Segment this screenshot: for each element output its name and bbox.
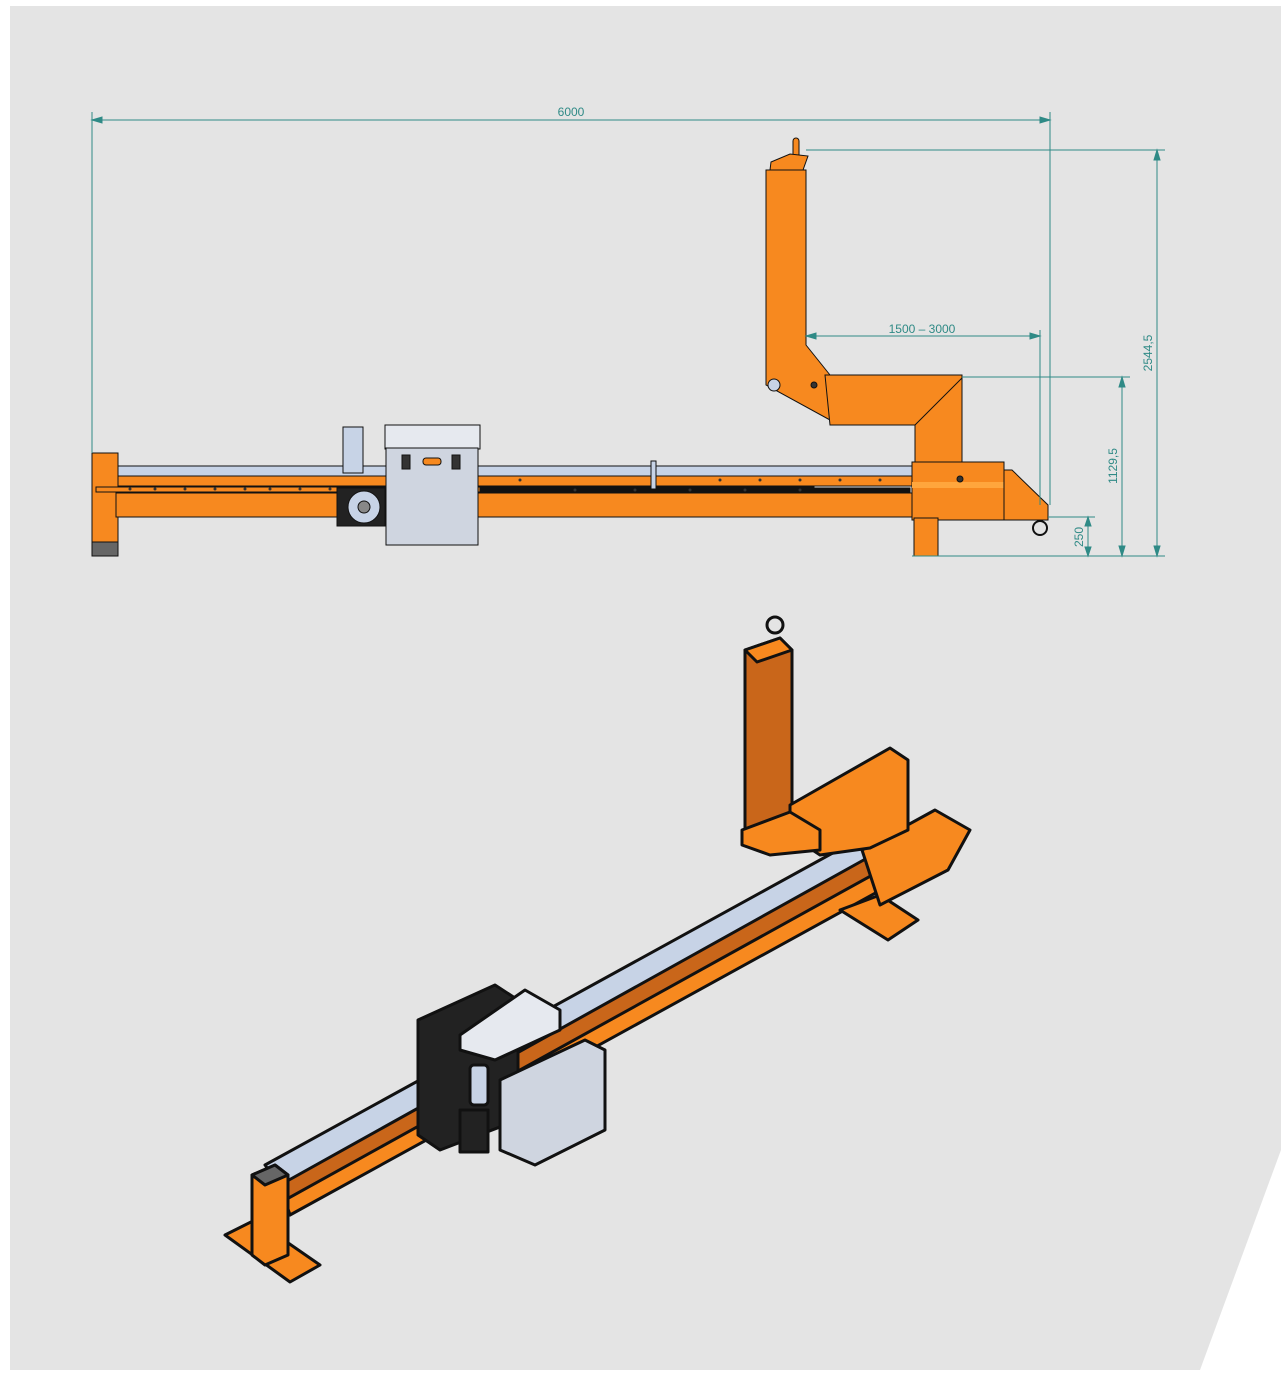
motor-cylinder bbox=[342, 426, 364, 474]
linear-rail bbox=[117, 465, 914, 477]
rail-stop bbox=[650, 460, 657, 490]
cabinet-latch-right bbox=[451, 454, 461, 470]
cabinet-latch-left bbox=[401, 454, 411, 470]
iso-left-column-cap bbox=[250, 1163, 290, 1187]
mast-clamp bbox=[769, 153, 809, 171]
arm-pivot bbox=[767, 378, 781, 392]
iso-gearbox bbox=[458, 1108, 490, 1154]
iso-top-unit bbox=[458, 988, 562, 1062]
iso-motor bbox=[468, 1063, 490, 1107]
dimension-labels: 6000 1500 – 3000 2544,5 1129,5 250 bbox=[558, 105, 1155, 547]
iso-end-housing bbox=[860, 808, 972, 907]
right-foot bbox=[913, 517, 939, 557]
dim-overall-length: 6000 bbox=[558, 105, 585, 119]
iso-mast-top bbox=[743, 636, 794, 664]
rail-carrier bbox=[117, 475, 914, 487]
beam-holes bbox=[128, 478, 882, 492]
end-housing-bolt bbox=[956, 475, 964, 483]
iso-grey-cabinet bbox=[498, 1038, 607, 1167]
main-beam bbox=[115, 492, 917, 518]
end-housing-band bbox=[912, 482, 1004, 488]
dim-reach: 1500 – 3000 bbox=[889, 322, 956, 336]
iso-arm-clamp bbox=[740, 810, 822, 857]
background-panel bbox=[10, 6, 1281, 1370]
carriage-top-unit bbox=[384, 424, 481, 450]
dim-arm-height: 1129,5 bbox=[1106, 448, 1120, 484]
drive-wheel-hub bbox=[357, 500, 371, 514]
left-foot-pad bbox=[91, 541, 119, 557]
dimension-lines bbox=[90, 112, 1165, 558]
iso-lifting-eye bbox=[765, 615, 785, 635]
iso-right-foot-base bbox=[838, 893, 920, 942]
left-end-column bbox=[91, 452, 119, 544]
isometric-view bbox=[223, 615, 972, 1284]
end-housing bbox=[911, 461, 1005, 521]
end-nose bbox=[1003, 469, 1049, 521]
dim-base-height: 250 bbox=[1072, 527, 1086, 547]
drive-belt bbox=[479, 487, 911, 493]
lifting-hook bbox=[1032, 520, 1048, 536]
arm-pivot-2 bbox=[810, 381, 818, 389]
side-elevation-view bbox=[91, 137, 1049, 557]
dim-total-height: 2544,5 bbox=[1141, 334, 1155, 371]
cabinet-handle bbox=[422, 457, 442, 466]
